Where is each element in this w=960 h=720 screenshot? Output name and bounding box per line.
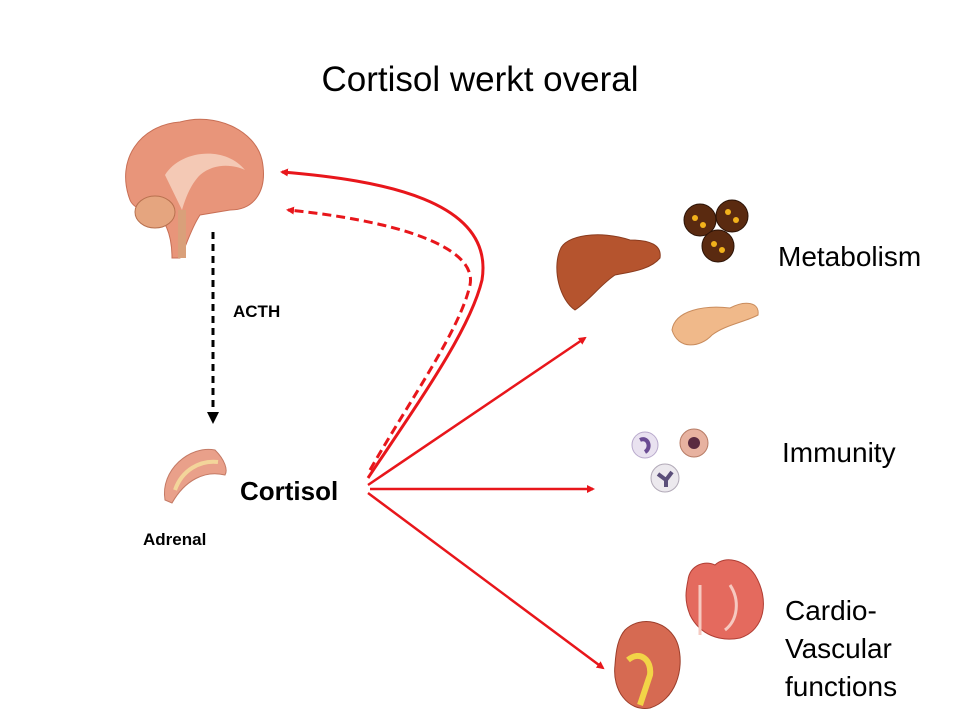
liver-image — [556, 234, 661, 311]
immune-cells-image — [631, 428, 709, 493]
cardio-line-2: Vascular — [785, 633, 892, 664]
cortisol-label: Cortisol — [240, 476, 339, 506]
pancreas-image — [671, 302, 759, 346]
arrow-to-cardiovascular — [367, 491, 605, 670]
cardiovascular-label: Cardio- Vascular functions — [785, 592, 897, 706]
adrenal-image — [164, 448, 227, 504]
acth-label: ACTH — [233, 302, 281, 321]
brain-image — [125, 118, 264, 259]
fat-cells-image — [683, 199, 749, 263]
slide-title: Cortisol werkt overal — [321, 60, 639, 99]
cardio-line-1: Cardio- — [785, 595, 877, 626]
immunity-label: Immunity — [782, 437, 896, 468]
arrow-to-metabolism — [367, 336, 587, 487]
heart-image — [685, 559, 764, 640]
cardio-line-3: functions — [785, 671, 898, 702]
feedback-arrow-dashed — [286, 206, 472, 471]
metabolism-label: Metabolism — [778, 241, 922, 272]
feedback-arrow-solid — [280, 168, 485, 479]
adrenal-label: Adrenal — [143, 530, 207, 549]
kidney-image — [614, 621, 681, 709]
